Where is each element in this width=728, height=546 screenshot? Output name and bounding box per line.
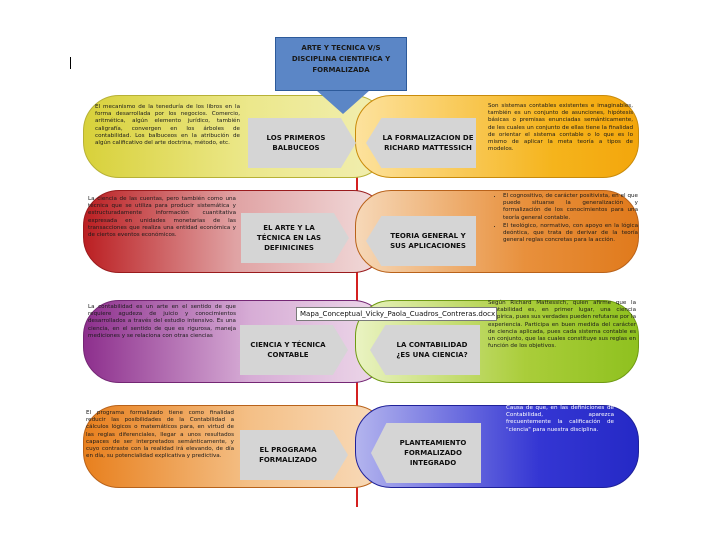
row3-left-text: La contabilidad es un arte en el sentido…	[88, 304, 236, 339]
title-line-1: ARTE Y TECNICA V/S	[301, 44, 381, 52]
row1-right-label-2: RICHARD MATTESSICH	[384, 144, 472, 152]
row1-left-text: El mecanismo de la teneduría de los libr…	[95, 104, 240, 147]
row4-right-text: Causa de que, en las definiciones de Con…	[506, 405, 614, 433]
row2-right-label-1: TEORIA GENERAL Y	[390, 232, 466, 240]
text-cursor	[70, 57, 71, 69]
row4-right-label-3: INTEGRADO	[409, 459, 457, 467]
row2-left-label-1: EL ARTE Y LA	[263, 224, 315, 232]
row3-left-label-1: CIENCIA Y TÉCNICA	[250, 341, 326, 349]
row1-right-label-1: LA FORMALIZACION DE	[382, 134, 474, 142]
title-down-arrow	[316, 90, 370, 114]
filename-tooltip: Mapa_Conceptual_Vicky_Paola_Cuadros_Cont…	[296, 307, 497, 321]
row3-right-label-2: ¿ES UNA CIENCIA?	[396, 351, 468, 359]
row3-right-text: Según Richard Mattessich, quien afirme q…	[488, 300, 636, 350]
row2-right-bullet-1: El cognositivo, de carácter positivista,…	[503, 193, 638, 222]
row1-left-arrow: LOS PRIMEROS BALBUCEOS	[248, 118, 356, 168]
row4-left-arrow: EL PROGRAMA FORMALIZADO	[240, 430, 348, 480]
row2-right-arrow: TEORIA GENERAL Y SUS APLICACIONES	[366, 216, 476, 266]
row2-left-label-2: TÉCNICA EN LAS	[256, 234, 322, 242]
row4-right-arrow: PLANTEAMIENTO FORMALIZADO INTEGRADO	[371, 423, 481, 483]
title-line-3: FORMALIZADA	[312, 66, 370, 74]
row1-right-text: Son sistemas contables existentes e imag…	[488, 103, 633, 153]
row2-right-label-2: SUS APLICACIONES	[390, 242, 466, 250]
row2-left-arrow: EL ARTE Y LA TÉCNICA EN LAS DEFINICINES	[241, 213, 349, 263]
row3-left-arrow: CIENCIA Y TÉCNICA CONTABLE	[240, 325, 348, 375]
row1-left-label-1: LOS PRIMEROS	[266, 134, 326, 142]
row1-right-arrow: LA FORMALIZACION DE RICHARD MATTESSICH	[366, 118, 476, 168]
row2-left-text: La ciencia de las cuentas, pero también …	[88, 196, 236, 239]
row4-right-label-1: PLANTEAMIENTO	[399, 439, 467, 447]
row4-left-text: El programa formalizado tiene como final…	[86, 410, 234, 460]
row4-left-label-1: EL PROGRAMA	[259, 446, 317, 454]
row2-left-label-3: DEFINICINES	[264, 244, 314, 252]
row3-right-arrow: LA CONTABILIDAD ¿ES UNA CIENCIA?	[370, 325, 480, 375]
row3-left-label-2: CONTABLE	[267, 351, 309, 359]
row3-right-label-1: LA CONTABILIDAD	[396, 341, 468, 349]
row4-right-label-2: FORMALIZADO	[404, 449, 462, 457]
title-line-2: DISCIPLINA CIENTIFICA Y	[291, 55, 391, 63]
row2-right-text: El cognositivo, de carácter positivista,…	[493, 193, 638, 245]
row4-left-label-2: FORMALIZADO	[259, 456, 317, 464]
row2-right-bullet-2: El teológico, normativo, con apoyo en la…	[503, 223, 638, 245]
diagram-title: ARTE Y TECNICA V/S DISCIPLINA CIENTIFICA…	[275, 37, 407, 91]
row1-left-label-2: BALBUCEOS	[272, 144, 320, 152]
